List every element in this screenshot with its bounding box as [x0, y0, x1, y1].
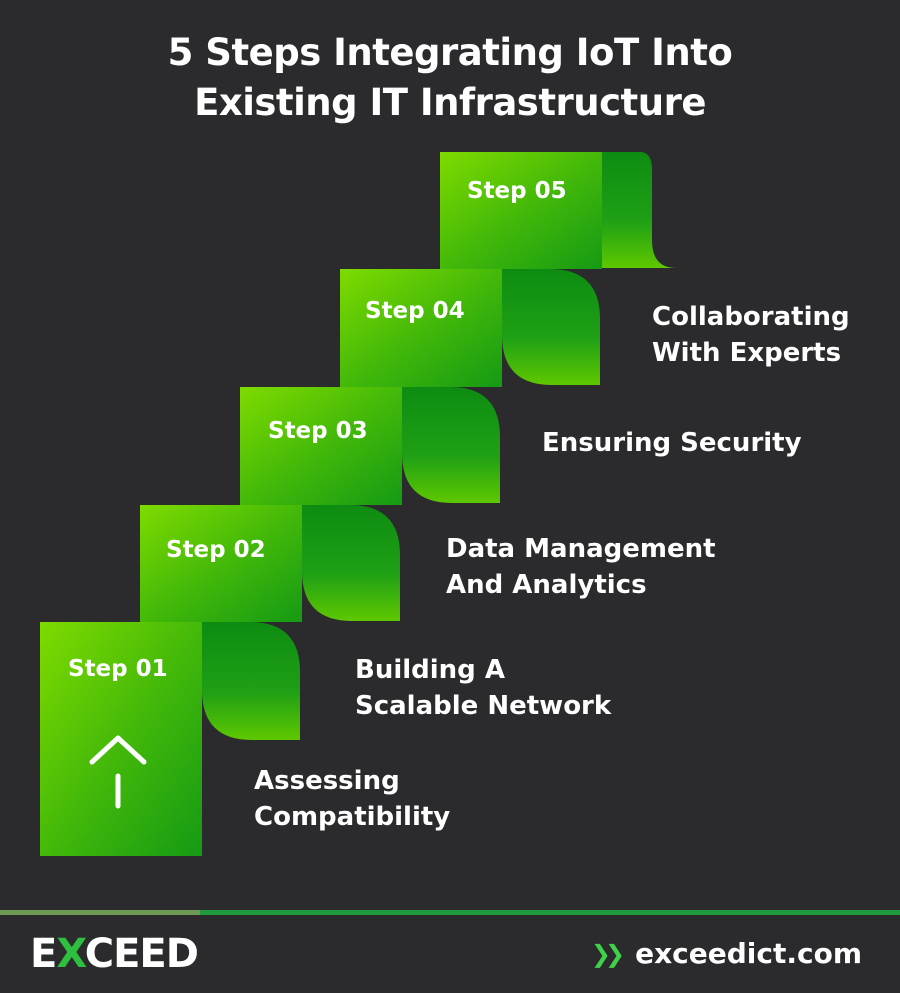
- step-05-description: Collaborating With Experts: [652, 299, 850, 371]
- brand-logo-suffix: CEED: [84, 931, 199, 977]
- step-05-label: Step 05: [467, 178, 567, 204]
- footer-divider-right: [200, 910, 900, 915]
- step-05-ribbon: [440, 152, 676, 269]
- page-title: 5 Steps Integrating IoT Into Existing IT…: [0, 28, 900, 128]
- step-01-description: Assessing Compatibility: [254, 763, 450, 835]
- up-arrow-icon: [89, 735, 147, 809]
- step-01-ribbon: [40, 622, 300, 856]
- step-01-desc-line-1: Assessing: [254, 766, 400, 796]
- website-link[interactable]: ❯❯ exceedict.com: [591, 936, 862, 972]
- step-04-desc-line-1: Ensuring Security: [542, 428, 802, 458]
- step-02-label: Step 02: [166, 537, 266, 563]
- step-02-desc-line-2: Scalable Network: [355, 691, 612, 721]
- step-02-description: Building A Scalable Network: [355, 652, 611, 724]
- step-03-desc-line-1: Data Management: [446, 534, 716, 564]
- step-03-desc-line-2: And Analytics: [446, 570, 647, 600]
- step-05-desc-line-2: With Experts: [652, 338, 842, 368]
- double-chevron-right-icon: ❯❯: [590, 940, 625, 968]
- staircase-diagram: [40, 152, 676, 856]
- brand-logo-prefix: E: [30, 931, 57, 977]
- step-04-ribbon: [340, 269, 600, 387]
- step-02-desc-line-1: Building A: [355, 655, 505, 685]
- website-url[interactable]: exceedict.com: [635, 937, 862, 970]
- footer-divider-left: [0, 910, 200, 915]
- step-03-label: Step 03: [268, 418, 368, 444]
- step-03-description: Data Management And Analytics: [446, 531, 716, 603]
- step-04-description: Ensuring Security: [542, 425, 802, 461]
- title-line-2: Existing IT Infrastructure: [194, 81, 706, 124]
- step-02-ribbon: [140, 505, 400, 622]
- brand-logo: EXCEED: [30, 930, 199, 978]
- step-01-label: Step 01: [68, 656, 168, 682]
- title-line-1: 5 Steps Integrating IoT Into: [167, 31, 733, 74]
- step-03-ribbon: [240, 387, 500, 505]
- brand-logo-x: X: [56, 931, 85, 977]
- step-04-label: Step 04: [365, 298, 465, 324]
- step-05-desc-line-1: Collaborating: [652, 302, 850, 332]
- step-01-desc-line-2: Compatibility: [254, 802, 451, 832]
